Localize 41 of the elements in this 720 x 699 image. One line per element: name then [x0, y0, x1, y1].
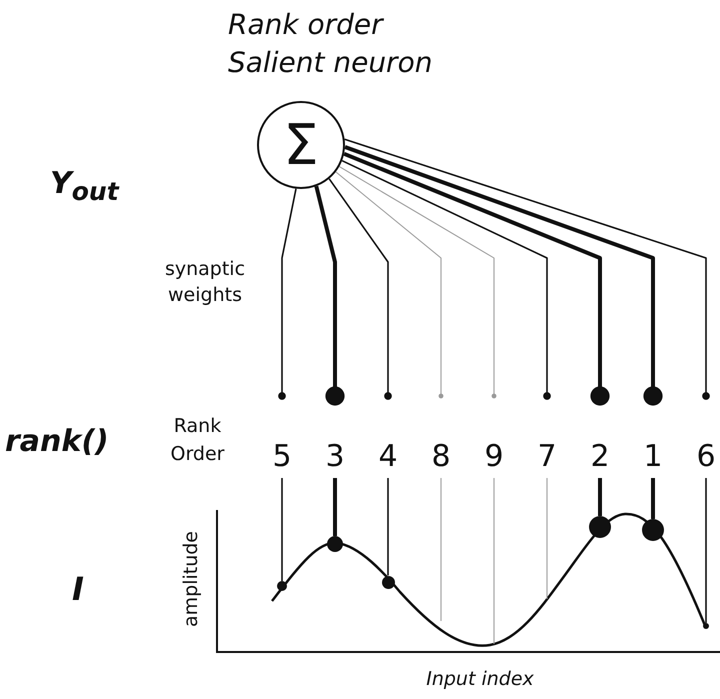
sample-point	[589, 516, 611, 538]
sample-point	[642, 519, 664, 541]
sample-point	[703, 623, 709, 629]
sample-line	[651, 478, 655, 519]
weight-line	[328, 178, 392, 400]
sample-line	[387, 478, 389, 576]
row-caption: Rank Order	[170, 414, 226, 467]
weight-line	[338, 166, 496, 398]
rank-number: 2	[580, 392, 620, 472]
weight-line	[344, 138, 710, 400]
sample-line	[546, 478, 548, 600]
rank-number: 9	[474, 392, 514, 472]
summation-node: Σ	[257, 101, 345, 189]
sample-point	[327, 536, 343, 552]
sample-line	[281, 478, 283, 581]
axis-caption: synaptic weights	[164, 257, 246, 308]
output-label: Y$_{out}$	[50, 166, 119, 206]
function-label: rank()	[5, 424, 109, 459]
weight-line	[343, 152, 610, 406]
rank-number: 7	[527, 392, 567, 472]
sample-line	[440, 478, 442, 622]
x-axis-label: Input index	[425, 668, 535, 690]
input-label: I	[72, 570, 84, 608]
weight-line	[344, 145, 663, 406]
sample-line	[598, 478, 602, 516]
sample-line	[333, 478, 337, 536]
rank-number: 3	[315, 392, 355, 472]
rank-number: 4	[368, 392, 408, 472]
rank-number: 1	[633, 392, 673, 472]
sample-point	[277, 581, 287, 591]
rank-number: 8	[421, 392, 461, 472]
weight-line	[342, 160, 551, 400]
sample-point	[382, 576, 394, 588]
weight-line	[278, 188, 297, 400]
y-axis-label: amplitude	[180, 530, 202, 630]
rank-number: 5	[262, 392, 302, 472]
weight-line	[314, 186, 345, 406]
weight-line	[335, 171, 444, 398]
rank-number: 6	[686, 392, 720, 472]
diagram-title: Rank order Salient neuron	[228, 7, 434, 81]
sample-line	[705, 478, 707, 623]
